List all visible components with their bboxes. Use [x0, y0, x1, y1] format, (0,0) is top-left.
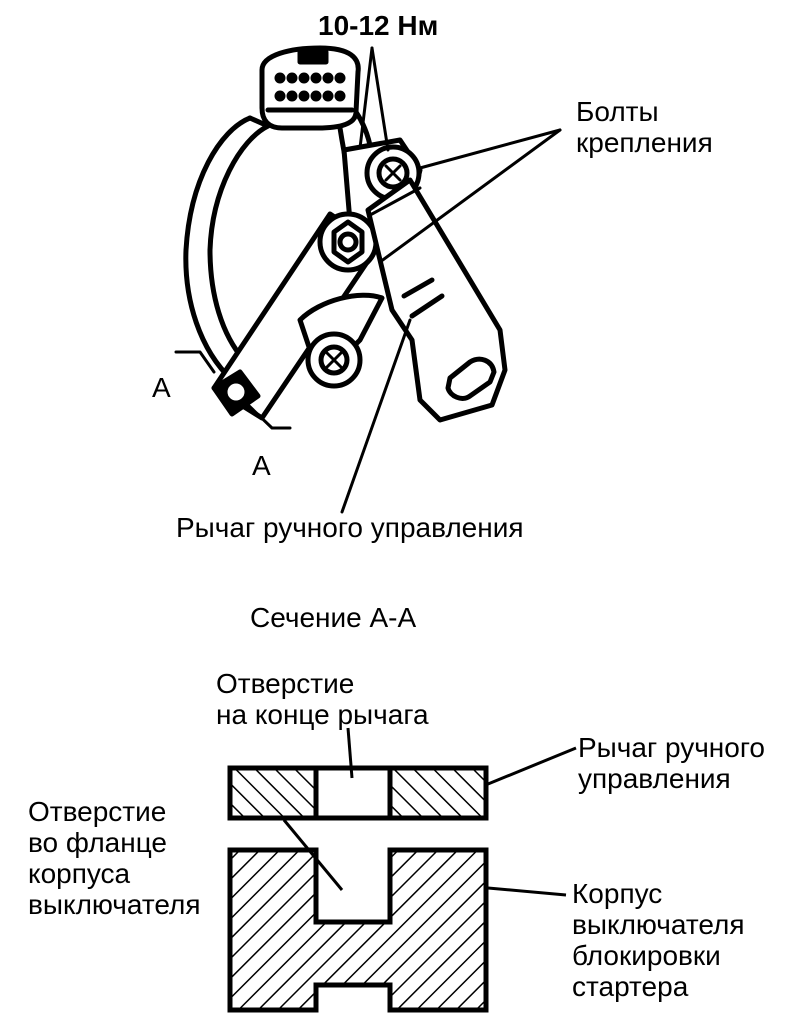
cross-section	[227, 727, 577, 1013]
bolts-label-line-2: крепления	[576, 127, 713, 158]
lever-hole-line-1: Отверстие	[216, 668, 355, 699]
connector	[259, 45, 361, 131]
lever-right-label: Рычаг ручного управления	[578, 732, 765, 794]
flange-hole-label: Отверстие во фланце корпуса выключателя	[28, 796, 200, 920]
switch-body-line-1: Корпус	[572, 878, 663, 909]
section-mark-bottom: A	[252, 450, 271, 481]
lever-right-line-1: Рычаг ручного	[578, 732, 766, 763]
switch-body-label: Корпус выключателя блокировки стартера	[572, 878, 744, 1002]
flange-hole-line-1: Отверстие	[28, 796, 167, 827]
bolts-label: Болты крепления	[576, 96, 713, 158]
lever-section	[227, 765, 489, 821]
torque-label: 10-12 Нм	[318, 10, 439, 41]
bolts-label-line-1: Болты	[576, 96, 659, 127]
manual-lever-part	[365, 177, 508, 423]
manual-lever-label: Рычаг ручного управления	[176, 512, 524, 543]
flange-hole-line-2: во фланце	[28, 827, 168, 858]
flange-hole-line-3: корпуса	[28, 858, 131, 889]
lever-hole-label: Отверстие на конце рычага	[216, 668, 429, 730]
section-line	[174, 350, 292, 430]
flange-hole-line-4: выключателя	[28, 889, 201, 920]
section-mark-top: A	[152, 372, 171, 403]
lever-hole-line-2: на конце рычага	[216, 699, 429, 730]
bolts-leaders	[378, 128, 562, 264]
switch-body-line-3: блокировки	[572, 940, 721, 971]
switch-assembly	[174, 45, 562, 514]
switch-body-line-2: выключателя	[572, 909, 745, 940]
section-title: Сечение А-А	[250, 602, 417, 633]
section-leaders	[282, 727, 577, 897]
lower-bracket	[297, 292, 385, 389]
switch-body-line-4: стартера	[572, 971, 689, 1002]
manual-lever-leader	[340, 318, 412, 514]
lever-arm	[211, 211, 381, 421]
body-section	[227, 847, 489, 1013]
lever-right-line-2: управления	[578, 763, 731, 794]
torque-leaders	[358, 46, 390, 152]
